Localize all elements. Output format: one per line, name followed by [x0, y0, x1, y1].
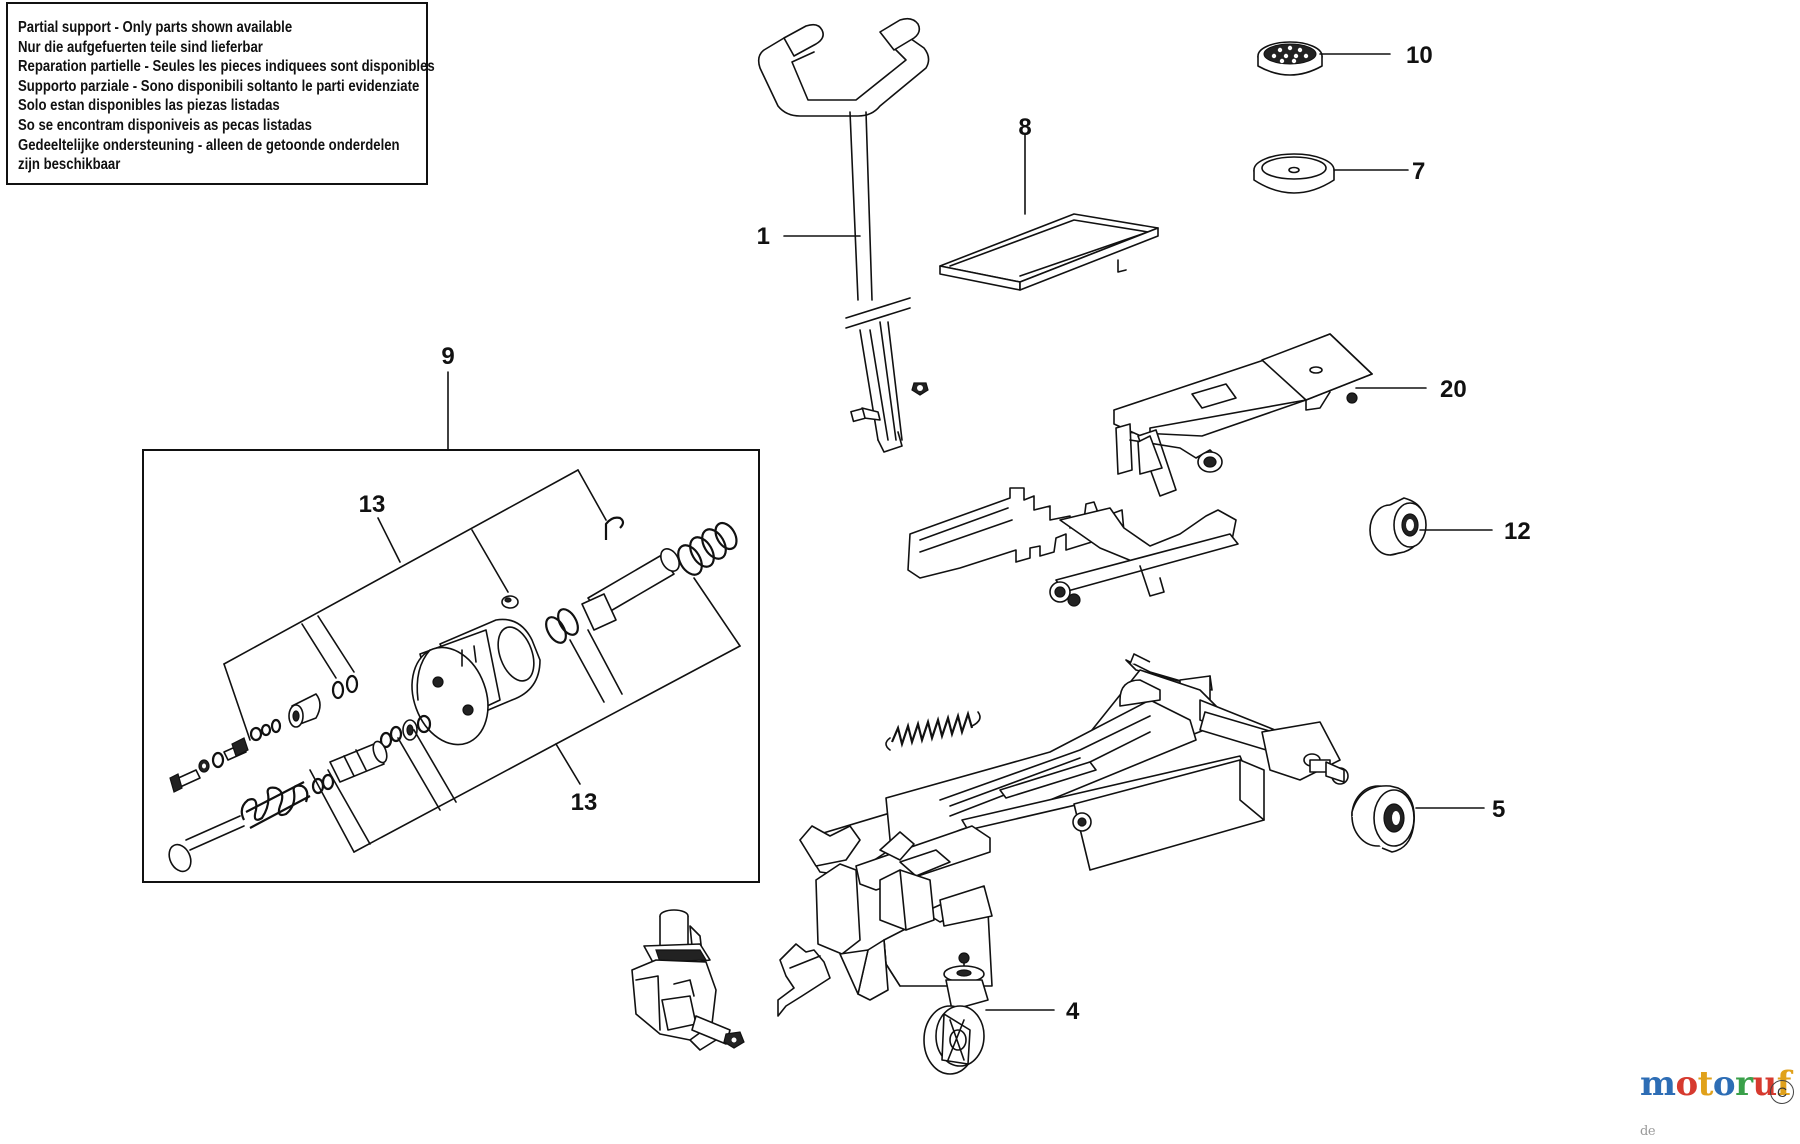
watermark-letter: o	[1712, 1064, 1736, 1104]
callout-20: 20	[1440, 376, 1467, 403]
copyright-icon: C	[1770, 1080, 1794, 1104]
notice-line: So se encontram disponiveis as pecas lis…	[18, 116, 312, 134]
part-7-cap	[1253, 153, 1335, 194]
callout-8: 8	[1018, 114, 1031, 141]
watermark-letter: o	[1675, 1064, 1698, 1104]
part-20-lift-arm	[907, 333, 1373, 607]
part-10-cap	[1257, 41, 1323, 76]
callout-7: 7	[1412, 158, 1425, 185]
part-4-caster	[923, 952, 989, 1075]
part-1-handle	[757, 17, 930, 453]
callout-5: 5	[1492, 796, 1505, 823]
part-8-tray	[939, 213, 1159, 291]
notice-line: zijn beschikbaar	[18, 156, 121, 174]
watermark-suffix: de	[1640, 1124, 1656, 1139]
watermark-letter: m	[1640, 1064, 1676, 1104]
watermark-logo: motorufde	[1640, 1064, 1800, 1144]
parts-diagram: Partial support - Only parts shown avail…	[6, 2, 1794, 1139]
exploded-view: 1 8 10 7 20 12 5 4 9 13 13	[142, 17, 1531, 1075]
callout-13-top: 13	[359, 491, 386, 518]
callout-13-bottom: 13	[571, 789, 598, 816]
spring	[885, 710, 981, 751]
watermark-letter: t	[1697, 1064, 1714, 1104]
callout-4: 4	[1066, 998, 1080, 1025]
notice-line: Nur die aufgefuerten teile sind lieferba…	[18, 38, 263, 56]
notice-line: Partial support - Only parts shown avail…	[18, 19, 293, 36]
watermark-letter: r	[1735, 1064, 1753, 1104]
leader-lines	[223, 53, 1493, 1011]
callout-10: 10	[1406, 42, 1433, 69]
callout-9: 9	[441, 343, 454, 370]
callout-1: 1	[757, 223, 770, 250]
callout-12: 12	[1504, 518, 1531, 545]
notice-line: Reparation partielle - Seules les pieces…	[18, 58, 435, 76]
part-5-roller	[1309, 759, 1415, 853]
partial-support-notice: Partial support - Only parts shown avail…	[6, 2, 435, 185]
pump-body	[631, 909, 745, 1051]
notice-line: Solo estan disponibles las piezas listad…	[18, 97, 280, 115]
bracket	[777, 943, 831, 1017]
jack-frame	[799, 653, 1349, 1001]
notice-line: Gedeeltelijke ondersteuning - alleen de …	[18, 136, 400, 154]
notice-line: Supporto parziale - Sono disponibili sol…	[18, 77, 420, 95]
part-12-bearing	[1369, 497, 1427, 556]
part-9-pump-kit	[142, 449, 760, 883]
